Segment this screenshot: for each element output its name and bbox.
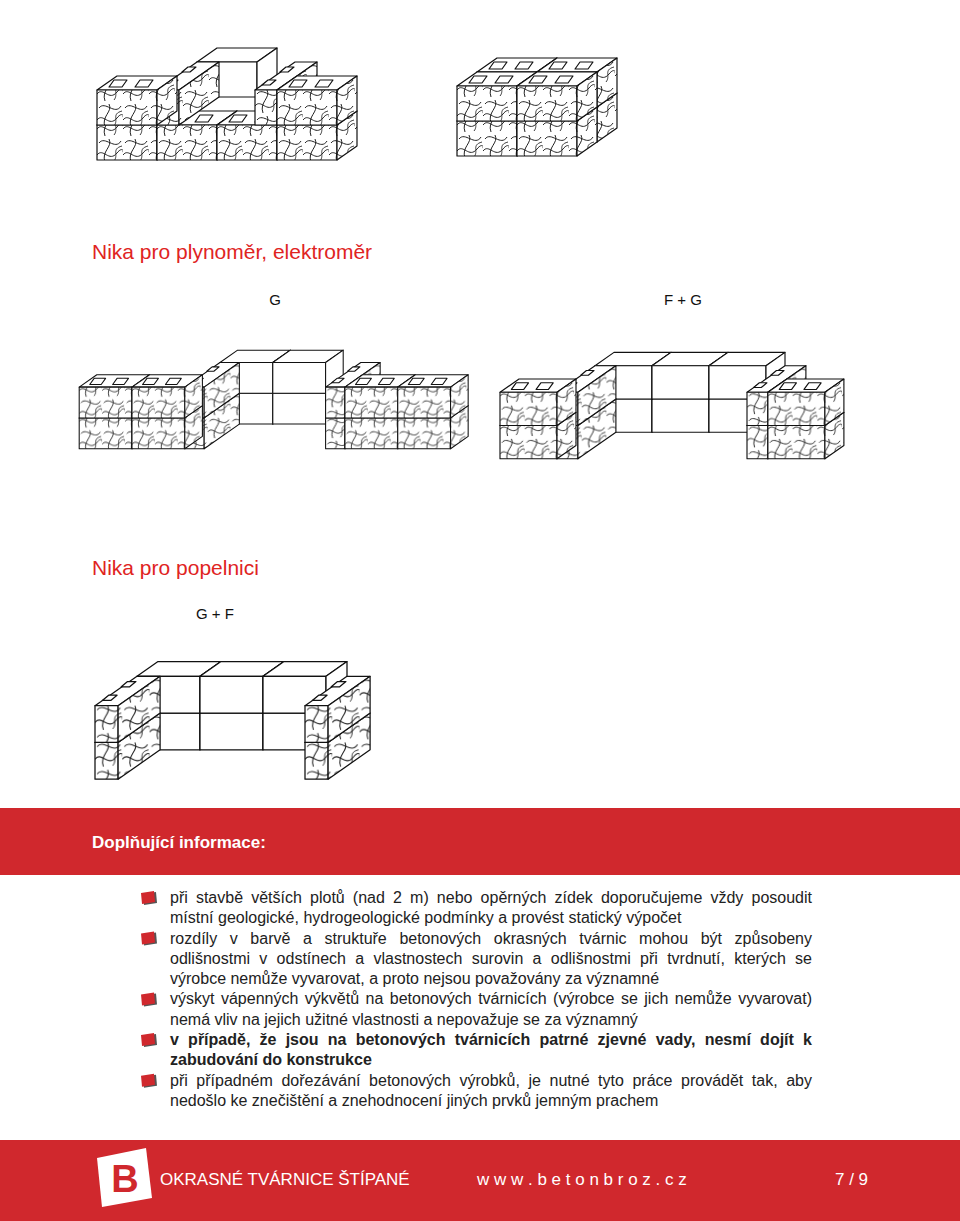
band-heading: Doplňující informace:	[92, 833, 266, 852]
notes-list: při stavbě větších plotů (nad 2 m) nebo …	[170, 888, 812, 1111]
bullet-icon	[141, 932, 157, 946]
section-heading: Nika pro plynoměr, elektroměr	[92, 240, 372, 263]
footer-url: w w w . b e t o n b r o z . c z	[477, 1170, 687, 1189]
text-slot: Nika pro plynoměr, elektroměr	[92, 240, 372, 264]
split-block	[305, 676, 370, 742]
text-slot: Nika pro popelnici	[92, 556, 259, 580]
variant-label: G + F	[196, 605, 234, 622]
bullet-square	[141, 891, 155, 904]
bullet-square	[141, 1074, 155, 1087]
text-slot: w w w . b e t o n b r o z . c z	[477, 1170, 687, 1190]
text-slot: G	[269, 291, 281, 309]
logo-letter: B	[111, 1158, 138, 1200]
variant-label: G	[269, 291, 281, 308]
bullet-square	[141, 1033, 155, 1046]
footer-band: OKRASNÉ TVÁRNICE ŠTÍPANÉ w w w . b e t o …	[0, 1140, 960, 1221]
logo-shape	[97, 1148, 152, 1207]
bullet-icon	[141, 1074, 157, 1088]
footer-title: OKRASNÉ TVÁRNICE ŠTÍPANÉ	[160, 1170, 410, 1189]
note-text: rozdíly v barvě a struktuře betonových o…	[170, 929, 812, 990]
block-figure	[79, 350, 468, 449]
split-block	[277, 76, 357, 125]
split-block	[500, 379, 576, 426]
text-slot: F + G	[664, 291, 702, 309]
note-text: v případě, že jsou na betonových tvárnic…	[170, 1030, 812, 1071]
text-slot: OKRASNÉ TVÁRNICE ŠTÍPANÉ	[160, 1170, 410, 1190]
bullet-square	[141, 992, 155, 1005]
text-slot: B	[111, 1158, 138, 1201]
split-block	[768, 379, 844, 426]
block-figure	[97, 48, 357, 160]
note-text: při stavbě větších plotů (nad 2 m) nebo …	[170, 888, 812, 929]
bullet-square	[141, 932, 155, 945]
split-block	[132, 375, 202, 418]
block-figure	[95, 662, 370, 780]
section-heading: Nika pro popelnici	[92, 556, 259, 579]
split-block	[95, 676, 160, 742]
split-block	[517, 72, 597, 121]
bullet-icon	[141, 891, 157, 905]
note-text: výskyt vápenných výkvětů na betonových t…	[170, 989, 812, 1030]
page-number: 7 / 9	[835, 1170, 868, 1189]
bullet-icon	[141, 992, 157, 1006]
bullet-icons	[141, 891, 157, 1088]
info-band: Doplňující informace:	[0, 808, 960, 875]
split-block	[97, 76, 177, 125]
text-slot: Doplňující informace:	[92, 833, 266, 853]
bullet-icon	[141, 1033, 157, 1047]
text-slot: 7 / 9	[835, 1170, 868, 1190]
split-block	[398, 375, 468, 418]
note-text: při případném dořezávání betonových výro…	[170, 1071, 812, 1112]
text-slot: G + F	[196, 605, 234, 623]
block-figure	[457, 58, 617, 156]
variant-label: F + G	[664, 291, 702, 308]
block-figure	[500, 352, 844, 458]
